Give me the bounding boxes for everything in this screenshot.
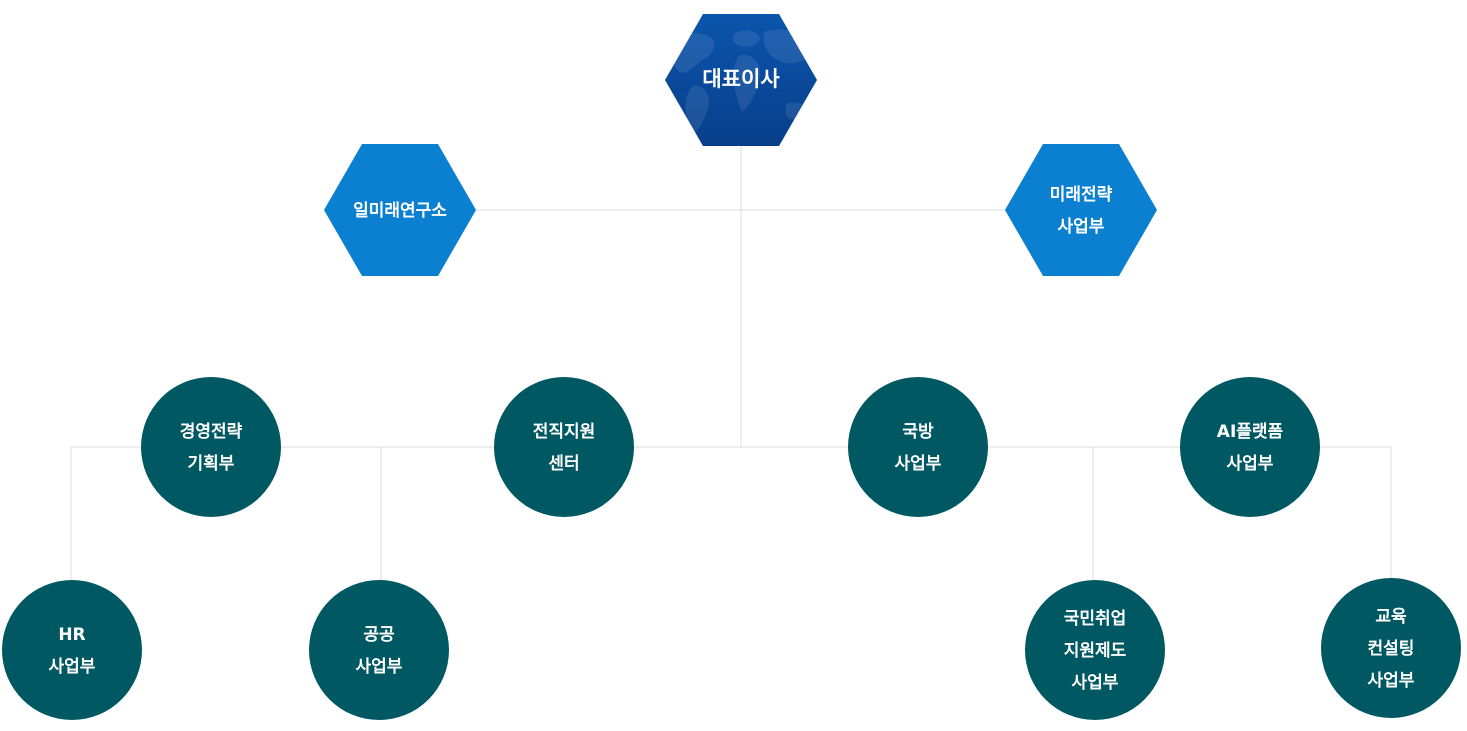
public-circle (309, 580, 449, 720)
node-ceo: 대표이사 (665, 14, 817, 146)
ai-platform-circle (1180, 377, 1320, 517)
employment-support-label-line-3: 사업부 (1072, 673, 1119, 693)
education-consulting-label-line-2: 컨설팅 (1368, 639, 1415, 659)
future-strategy-hexagon (1005, 144, 1157, 276)
hr-label-line-2: 사업부 (49, 657, 96, 677)
ceo-label-line-1: 대표이사 (702, 67, 780, 91)
ceo-hexagon (665, 14, 817, 146)
defense-label-line-2: 사업부 (895, 454, 942, 474)
hr-label-line-1: HR (58, 625, 85, 645)
connector-lines (70, 146, 1392, 580)
management-planning-label-line-1: 경영전략 (180, 422, 243, 442)
career-transition-label-line-2: 센터 (548, 454, 579, 474)
career-transition-circle (494, 377, 634, 517)
node-hr: HR 사업부 (2, 580, 142, 720)
education-consulting-label-line-3: 사업부 (1368, 671, 1415, 691)
ai-platform-label-line-1: AI플랫폼 (1217, 422, 1284, 442)
education-consulting-circle (1321, 578, 1461, 718)
public-label-line-2: 사업부 (356, 657, 403, 677)
future-strategy-label-line-2: 사업부 (1058, 217, 1105, 237)
defense-circle (848, 377, 988, 517)
management-planning-circle (141, 377, 281, 517)
lab-label: 일미래연구소 (353, 201, 447, 221)
management-planning-label-line-2: 기획부 (188, 454, 235, 474)
lab-label-line-1: 일미래연구소 (353, 201, 447, 221)
employment-support-label-line-2: 지원제도 (1064, 641, 1127, 661)
ceo-label: 대표이사 (702, 67, 780, 91)
hr-label: HR 사업부 (49, 625, 96, 677)
career-transition-label-line-1: 전직지원 (533, 422, 596, 442)
future-strategy-label-line-1: 미래전략 (1050, 185, 1113, 205)
defense-label-line-1: 국방 (902, 422, 934, 442)
employment-support-label-line-1: 국민취업 (1064, 608, 1127, 629)
education-consulting-label-line-1: 교육 (1375, 607, 1407, 627)
employment-support-circle (1025, 580, 1165, 720)
hr-circle (2, 580, 142, 720)
lab-hexagon (324, 144, 476, 276)
node-lab: 일미래연구소 (324, 144, 476, 276)
public-label-line-1: 공공 (363, 625, 395, 645)
ai-platform-label-line-2: 사업부 (1227, 454, 1274, 474)
